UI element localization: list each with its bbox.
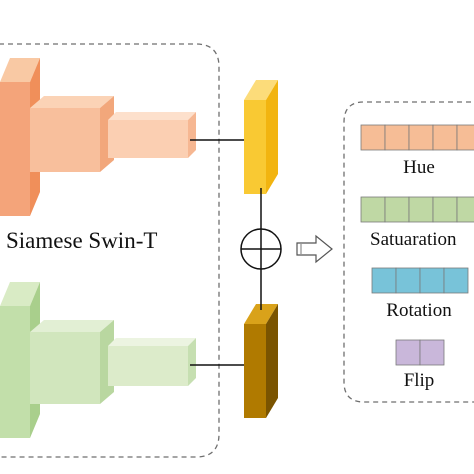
top-feature-slab bbox=[244, 80, 278, 194]
right-arrow-icon bbox=[296, 234, 333, 264]
task-label-flip: Flip bbox=[403, 370, 435, 391]
task-cell bbox=[395, 339, 421, 366]
backbone-label: Siamese Swin-T bbox=[6, 228, 158, 253]
bottom-branch-encoder bbox=[0, 282, 196, 438]
task-cell bbox=[419, 267, 445, 294]
task-cell bbox=[384, 124, 410, 151]
top-block-3 bbox=[108, 112, 196, 158]
task-cell bbox=[395, 267, 421, 294]
task-cell bbox=[360, 196, 386, 223]
top-block-2 bbox=[30, 96, 114, 172]
task-cells-flip bbox=[395, 339, 445, 366]
backbone-dashed-box bbox=[0, 43, 220, 458]
task-label-hue: Hue bbox=[403, 157, 435, 178]
bottom-block-3 bbox=[108, 338, 196, 386]
task-cell-groups bbox=[360, 124, 474, 366]
task-cell bbox=[360, 124, 386, 151]
fusion-circle-plus-icon bbox=[240, 228, 282, 270]
task-cells-satuaration bbox=[360, 196, 474, 223]
bottom-block-2 bbox=[30, 320, 114, 404]
task-cell bbox=[408, 196, 434, 223]
task-cell bbox=[432, 196, 458, 223]
bottom-feature-slab bbox=[244, 304, 278, 418]
task-cells-hue bbox=[360, 124, 474, 151]
task-cell bbox=[371, 267, 397, 294]
top-branch-encoder bbox=[0, 58, 196, 216]
task-cell bbox=[456, 196, 474, 223]
task-cell bbox=[408, 124, 434, 151]
task-cell bbox=[419, 339, 445, 366]
tasks-dashed-box bbox=[343, 101, 474, 403]
task-cell bbox=[384, 196, 410, 223]
task-cell bbox=[443, 267, 469, 294]
task-label-rotation: Rotation bbox=[386, 300, 452, 321]
task-cell bbox=[456, 124, 474, 151]
task-label-satuaration: Satuaration bbox=[370, 229, 457, 250]
task-cells-rotation bbox=[371, 267, 469, 294]
task-cell bbox=[432, 124, 458, 151]
